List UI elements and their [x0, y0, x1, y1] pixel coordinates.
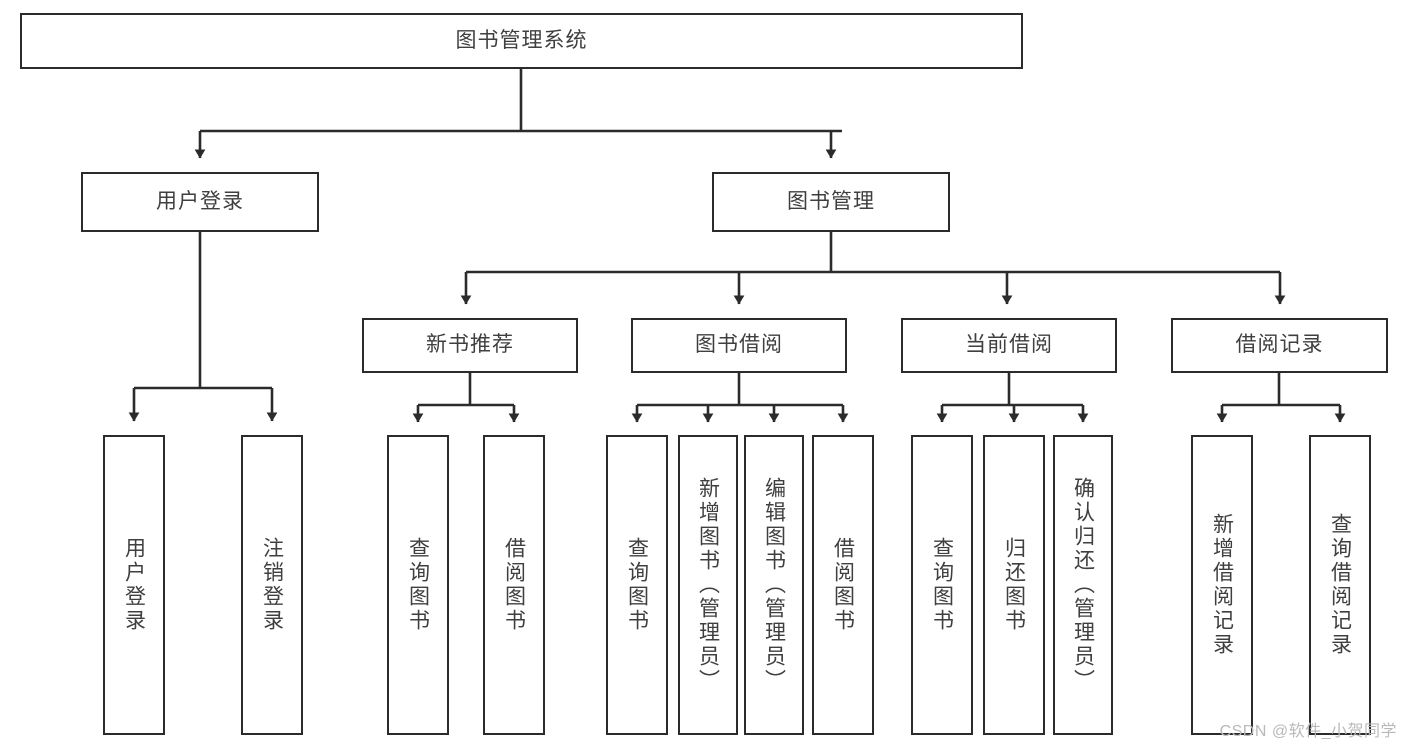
node-leaf-query-record-label: 查询借阅记录	[1328, 513, 1352, 657]
node-leaf-query-record[interactable]: 查询借阅记录	[1309, 435, 1371, 735]
node-leaf-query-book-bb-label: 查询图书	[625, 537, 649, 633]
node-current-borrow-label: 当前借阅	[965, 333, 1053, 357]
node-book-manage-label: 图书管理	[787, 189, 875, 213]
node-leaf-borrow-book-bb-label: 借阅图书	[831, 537, 855, 633]
node-leaf-user-login[interactable]: 用户登录	[103, 435, 165, 735]
node-leaf-edit-book-label: 编辑图书（管理员）	[762, 477, 786, 693]
node-user-login[interactable]: 用户登录	[81, 172, 319, 232]
node-leaf-query-book-cb-label: 查询图书	[930, 537, 954, 633]
node-leaf-add-book-label: 新增图书（管理员）	[696, 477, 720, 693]
node-leaf-return-book-label: 归还图书	[1002, 537, 1026, 633]
node-current-borrow[interactable]: 当前借阅	[901, 318, 1117, 373]
node-root-label: 图书管理系统	[455, 28, 588, 52]
node-leaf-edit-book[interactable]: 编辑图书（管理员）	[744, 435, 804, 735]
node-leaf-logout-label: 注销登录	[260, 537, 284, 633]
node-leaf-user-login-label: 用户登录	[122, 537, 146, 633]
node-new-book-rec-label: 新书推荐	[426, 333, 514, 357]
node-leaf-add-record-label: 新增借阅记录	[1210, 513, 1234, 657]
node-user-login-label: 用户登录	[156, 189, 244, 213]
watermark: CSDN @软件_小贺同学	[1219, 723, 1397, 740]
node-leaf-logout[interactable]: 注销登录	[241, 435, 303, 735]
node-book-borrow-label: 图书借阅	[695, 333, 783, 357]
node-leaf-query-book-rec-label: 查询图书	[406, 537, 430, 633]
node-leaf-query-book-bb[interactable]: 查询图书	[606, 435, 668, 735]
node-leaf-query-book-rec[interactable]: 查询图书	[387, 435, 449, 735]
node-leaf-query-book-cb[interactable]: 查询图书	[911, 435, 973, 735]
node-leaf-add-book[interactable]: 新增图书（管理员）	[678, 435, 738, 735]
node-leaf-return-book[interactable]: 归还图书	[983, 435, 1045, 735]
node-book-manage[interactable]: 图书管理	[712, 172, 950, 232]
node-leaf-borrow-book-bb[interactable]: 借阅图书	[812, 435, 874, 735]
node-borrow-record[interactable]: 借阅记录	[1171, 318, 1388, 373]
node-leaf-borrow-book-rec-label: 借阅图书	[502, 537, 526, 633]
node-leaf-confirm-return-label: 确认归还（管理员）	[1071, 477, 1095, 693]
node-leaf-borrow-book-rec[interactable]: 借阅图书	[483, 435, 545, 735]
node-book-borrow[interactable]: 图书借阅	[631, 318, 847, 373]
node-leaf-add-record[interactable]: 新增借阅记录	[1191, 435, 1253, 735]
node-root[interactable]: 图书管理系统	[20, 13, 1023, 69]
node-new-book-rec[interactable]: 新书推荐	[362, 318, 578, 373]
node-borrow-record-label: 借阅记录	[1235, 333, 1324, 357]
node-leaf-confirm-return[interactable]: 确认归还（管理员）	[1053, 435, 1113, 735]
